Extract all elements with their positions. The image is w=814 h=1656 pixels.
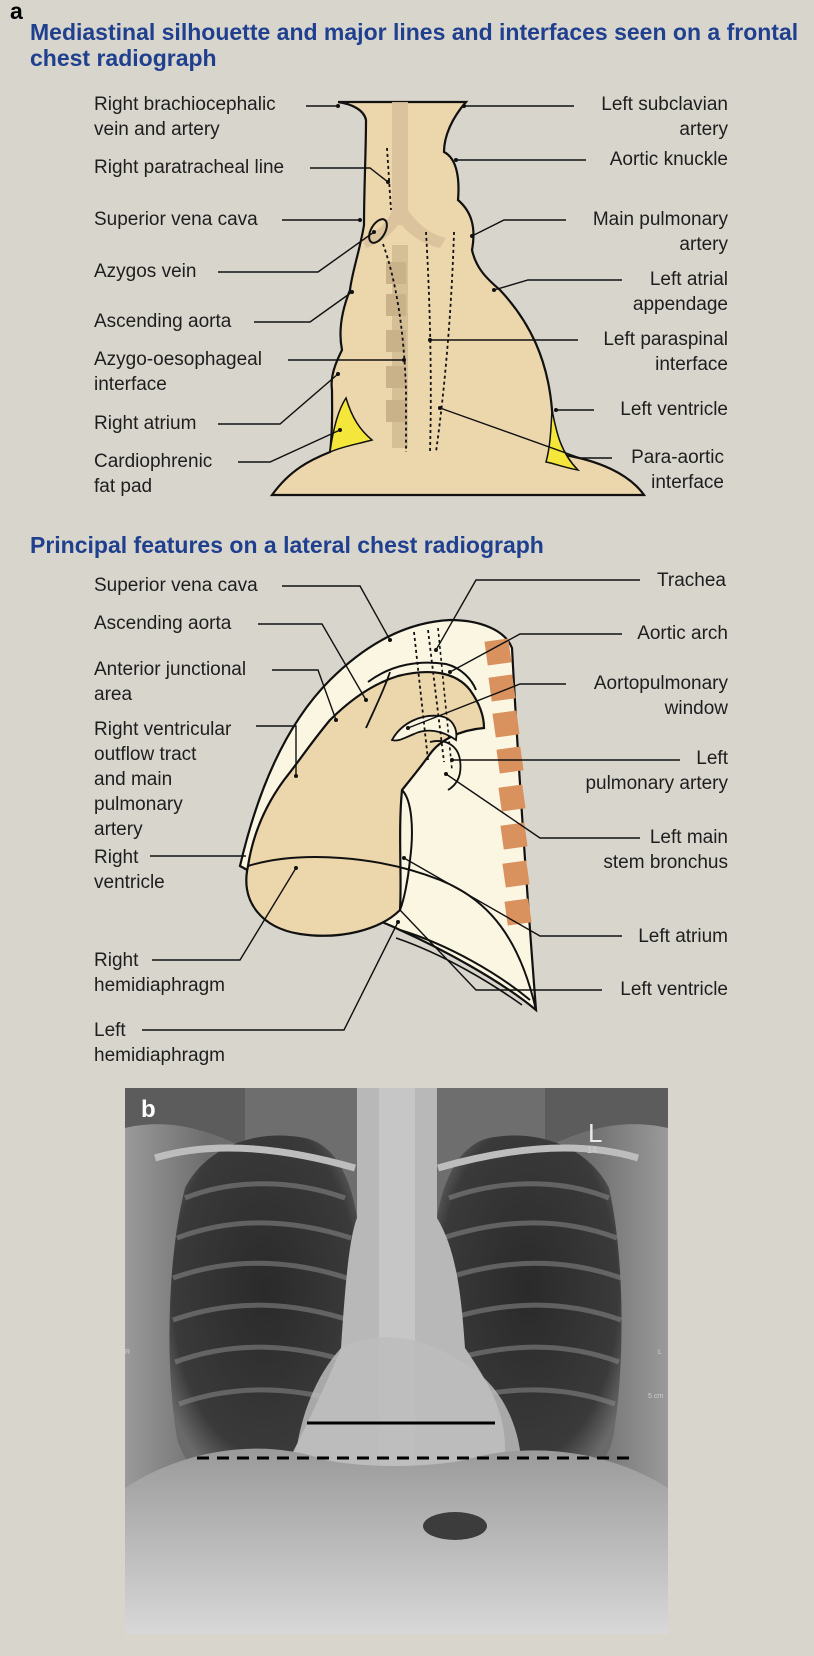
leader-dot bbox=[396, 920, 400, 924]
leader-dot bbox=[388, 638, 392, 642]
lateral-chest-diagram bbox=[0, 0, 814, 1070]
leader-dot bbox=[434, 648, 438, 652]
label-lat-rvot-main-pulmonary-artery: Right ventricular outflow tract and main… bbox=[94, 717, 231, 842]
leader-dot bbox=[406, 726, 410, 730]
label-lat-trachea: Trachea bbox=[657, 568, 726, 593]
scale-label: 5 cm bbox=[648, 1393, 663, 1400]
label-lat-left-ventricle: Left ventricle bbox=[620, 977, 728, 1002]
label-lat-aortopulmonary-window: Aortopulmonary window bbox=[594, 671, 728, 721]
leader-dot bbox=[448, 670, 452, 674]
label-lat-superior-vena-cava: Superior vena cava bbox=[94, 573, 258, 598]
leader-dot bbox=[402, 856, 406, 860]
leader-dot bbox=[450, 758, 454, 762]
label-lat-anterior-junctional-area: Anterior junctional area bbox=[94, 657, 246, 707]
diaphragm-region bbox=[125, 1449, 668, 1634]
label-lat-left-hemidiaphragm: Left hemidiaphragm bbox=[94, 1018, 225, 1068]
leader-dot bbox=[294, 774, 298, 778]
label-lat-left-pulmonary-artery: Left pulmonary artery bbox=[585, 746, 728, 796]
label-lat-right-hemidiaphragm: Right hemidiaphragm bbox=[94, 948, 225, 998]
vertebra bbox=[484, 638, 511, 665]
edge-marker-l: L bbox=[658, 1349, 662, 1356]
vertebra bbox=[492, 710, 519, 737]
label-lat-left-atrium: Left atrium bbox=[638, 924, 728, 949]
vertebra bbox=[502, 860, 529, 887]
label-lat-ascending-aorta: Ascending aorta bbox=[94, 611, 231, 636]
leader-dot bbox=[444, 772, 448, 776]
label-lat-right-ventricle: Right ventricle bbox=[94, 845, 165, 895]
edge-marker-r: R bbox=[125, 1349, 130, 1356]
chest-radiograph-image: b L 14 R L 5 cm bbox=[125, 1088, 668, 1634]
label-lat-aortic-arch: Aortic arch bbox=[637, 621, 728, 646]
vertebra bbox=[498, 784, 525, 811]
label-lat-left-main-stem-bronchus: Left main stem bronchus bbox=[603, 825, 728, 875]
leader-lat-svc bbox=[282, 586, 390, 640]
leader-dot bbox=[364, 698, 368, 702]
gastric-air-bubble bbox=[423, 1512, 487, 1540]
leader-dot bbox=[334, 718, 338, 722]
panel-b-letter: b bbox=[141, 1096, 156, 1124]
vertebra bbox=[504, 898, 531, 925]
leader-dot bbox=[294, 866, 298, 870]
side-marker-number: 14 bbox=[587, 1145, 597, 1155]
radiograph-drawing bbox=[125, 1088, 668, 1634]
